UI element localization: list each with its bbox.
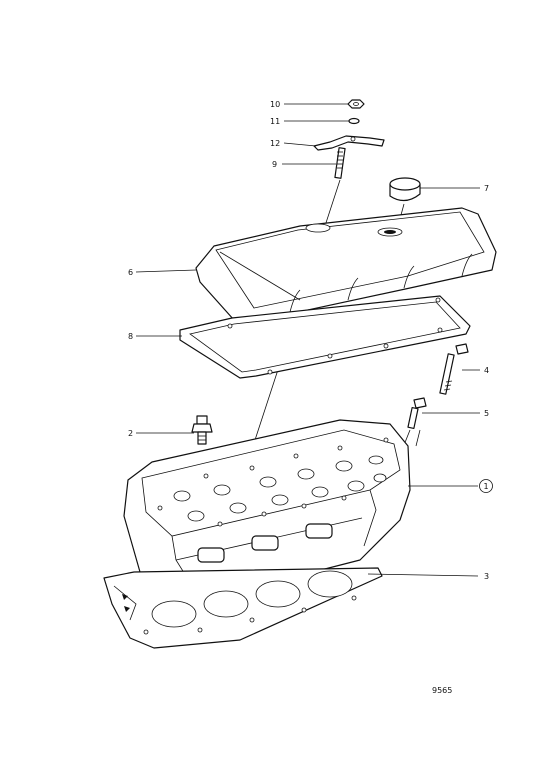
callout-1: 1: [484, 482, 489, 491]
callout-9: 9: [272, 160, 277, 169]
part-10-nut: [347, 99, 365, 109]
callout-12: 12: [270, 139, 280, 148]
part-2-stud: [191, 415, 213, 445]
part-9-stud: [334, 147, 346, 179]
callout-4: 4: [484, 366, 489, 375]
leader-6: [135, 269, 197, 273]
callout-6: 6: [128, 268, 133, 277]
part-6-valve-cover: [195, 207, 497, 323]
callout-7: 7: [484, 184, 489, 193]
leader-3: [367, 573, 479, 577]
part-12-bracket: [313, 135, 385, 151]
figure-number: 9565: [432, 686, 453, 695]
part-7-filler-cap: [389, 177, 421, 227]
part-11-washer: [348, 117, 360, 125]
part-3-head-gasket: [103, 567, 383, 649]
leader-12: [283, 142, 317, 147]
part-8-cover-gasket: [179, 295, 471, 379]
callout-5: 5: [484, 409, 489, 418]
callout-10: 10: [270, 100, 280, 109]
callout-3: 3: [484, 572, 489, 581]
part-5-short-bolt: [401, 397, 427, 451]
part-4-long-bolt: [439, 343, 469, 395]
callout-circle-1: [479, 479, 493, 493]
callout-8: 8: [128, 332, 133, 341]
callout-11: 11: [270, 117, 280, 126]
callout-2: 2: [128, 429, 133, 438]
